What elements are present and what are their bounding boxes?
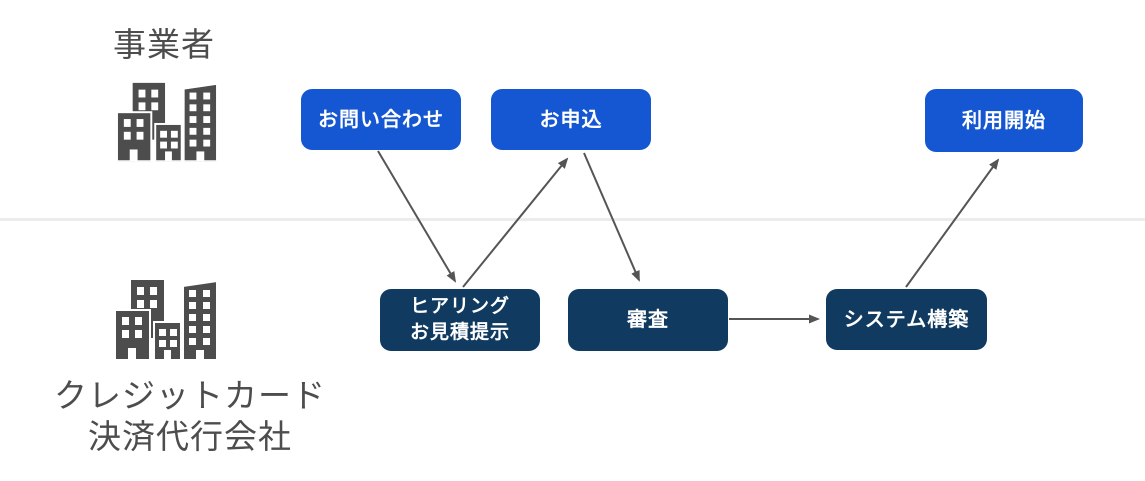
arrow-system-to-usage-start [905, 158, 1000, 288]
step-application-label: お申込 [539, 108, 603, 131]
buildings-icon [116, 82, 218, 162]
actor-provider-label-line2: 決済代行会社 [88, 418, 292, 455]
actor-provider-label: クレジットカード 決済代行会社 [30, 375, 350, 457]
step-inquiry: お問い合わせ [301, 89, 461, 150]
step-application: お申込 [491, 89, 651, 150]
step-hearing: ヒアリング お見積提示 [380, 289, 540, 351]
arrow-inquiry-to-hearing [377, 150, 457, 283]
step-system-build: システム構築 [826, 289, 987, 350]
lane-divider [0, 218, 1145, 221]
step-screening-label: 審査 [627, 309, 669, 331]
buildings-icon [114, 280, 218, 360]
step-usage-start-label: 利用開始 [962, 109, 1046, 132]
actor-merchant-label: 事業者 [113, 26, 215, 63]
step-usage-start: 利用開始 [925, 89, 1083, 152]
step-inquiry-label: お問い合わせ [318, 108, 444, 131]
arrow-application-to-screening [583, 152, 640, 282]
step-system-build-label: システム構築 [843, 308, 970, 331]
step-hearing-label-line1: ヒアリング [409, 296, 510, 317]
step-hearing-label-line2: お見積提示 [409, 322, 510, 343]
actor-provider-label-line1: クレジットカード [54, 377, 326, 414]
arrow-hearing-to-application [462, 157, 569, 288]
step-screening: 審査 [568, 289, 728, 351]
